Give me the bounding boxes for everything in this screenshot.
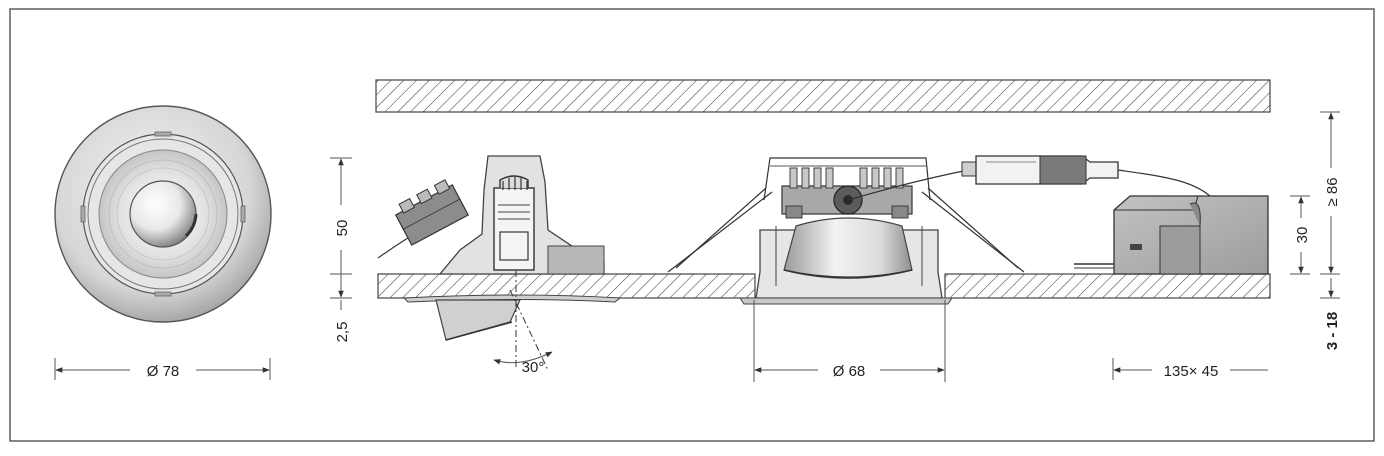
dimension-cutout-diameter: Ø 68 <box>753 300 946 382</box>
dimension-ceiling-thickness: 3 - 18 <box>1320 278 1341 350</box>
front-view <box>54 105 272 323</box>
structural-ceiling <box>375 79 1271 113</box>
dim-label-tilt-angle: 30° <box>522 359 545 376</box>
tilted-luminaire-view <box>377 155 622 371</box>
dim-label-box-height: 30 <box>1294 227 1311 244</box>
dim-label-front-diameter: Ø 78 <box>147 363 180 380</box>
dimension-box-size: 135× 45 <box>1112 358 1268 380</box>
dimension-tilt-angle: 30° <box>493 351 553 376</box>
dim-label-height-50: 50 <box>334 220 351 237</box>
power-cable <box>847 155 1215 201</box>
dimension-box-height: 30 <box>1290 195 1311 275</box>
dim-label-ceiling-thickness: 3 - 18 <box>1324 312 1341 350</box>
dimension-min-depth: ≥ 86 <box>1320 111 1341 275</box>
drawing-frame <box>9 8 1375 442</box>
suspended-ceiling <box>377 273 1271 299</box>
dim-label-min-depth: ≥ 86 <box>1324 177 1341 206</box>
dimension-height: 50 2,5 <box>330 157 352 343</box>
dim-label-box-size: 135× 45 <box>1164 363 1219 380</box>
front-lens <box>129 180 197 248</box>
dimension-front-diameter: Ø 78 <box>54 358 271 380</box>
dim-label-cutout-diameter: Ø 68 <box>833 363 866 380</box>
dim-label-height-2-5: 2,5 <box>334 322 351 343</box>
driver-box <box>1074 195 1269 275</box>
